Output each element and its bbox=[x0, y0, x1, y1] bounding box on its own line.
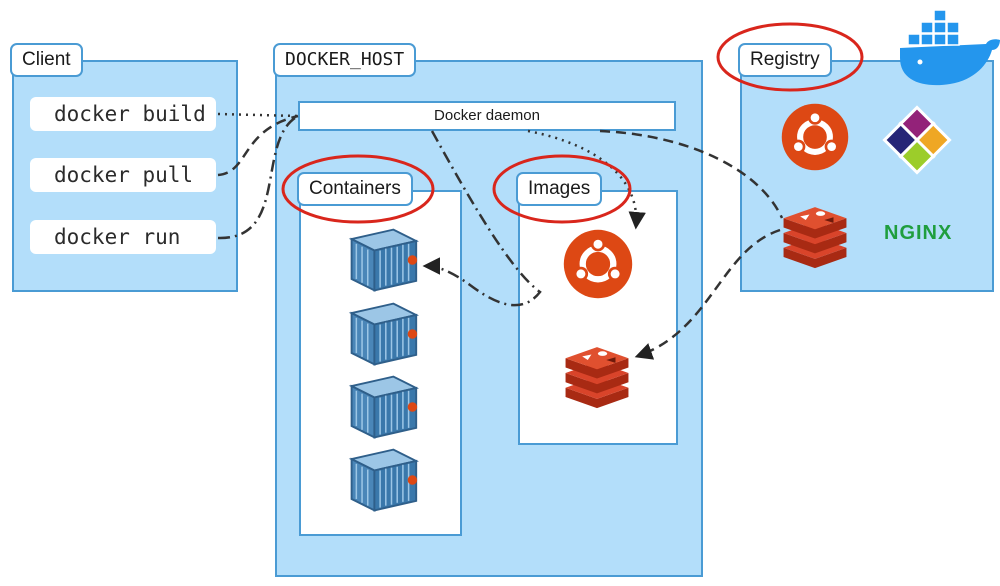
pull-connection-line bbox=[217, 114, 299, 177]
centos-icon bbox=[882, 105, 952, 175]
docker-host-title: DOCKER_HOST bbox=[273, 43, 417, 77]
daemon-to-image-arrow bbox=[527, 129, 646, 230]
docker-pull-command: docker pull bbox=[30, 158, 216, 192]
registry-to-image-arrow bbox=[634, 228, 781, 360]
client-title: Client bbox=[10, 43, 83, 77]
images-highlight-circle bbox=[492, 154, 632, 224]
daemon-to-container-arrow bbox=[422, 130, 542, 307]
registry-title: Registry bbox=[738, 43, 832, 77]
ubuntu-image-icon bbox=[564, 230, 632, 298]
docker-build-command: docker build bbox=[30, 97, 216, 131]
docker-whale-icon bbox=[900, 9, 1000, 86]
redis-image-icon bbox=[565, 347, 629, 409]
redis-registry-icon bbox=[783, 207, 847, 269]
container-icon bbox=[350, 448, 419, 512]
build-connection-line bbox=[217, 112, 299, 118]
registry-highlight-circle bbox=[716, 22, 864, 92]
images-title: Images bbox=[516, 172, 603, 206]
daemon-to-registry-line bbox=[599, 129, 784, 219]
nginx-logo-text: NGINX bbox=[884, 222, 953, 244]
docker-daemon-bar: Docker daemon bbox=[298, 101, 676, 131]
registry-panel bbox=[740, 60, 994, 292]
docker-run-command: docker run bbox=[30, 220, 216, 254]
container-icon bbox=[350, 375, 419, 439]
container-icon bbox=[350, 302, 419, 366]
containers-title: Containers bbox=[297, 172, 413, 206]
ubuntu-registry-icon bbox=[782, 104, 849, 171]
run-connection-line bbox=[217, 114, 299, 240]
container-icon bbox=[350, 228, 419, 292]
containers-highlight-circle bbox=[281, 154, 435, 224]
